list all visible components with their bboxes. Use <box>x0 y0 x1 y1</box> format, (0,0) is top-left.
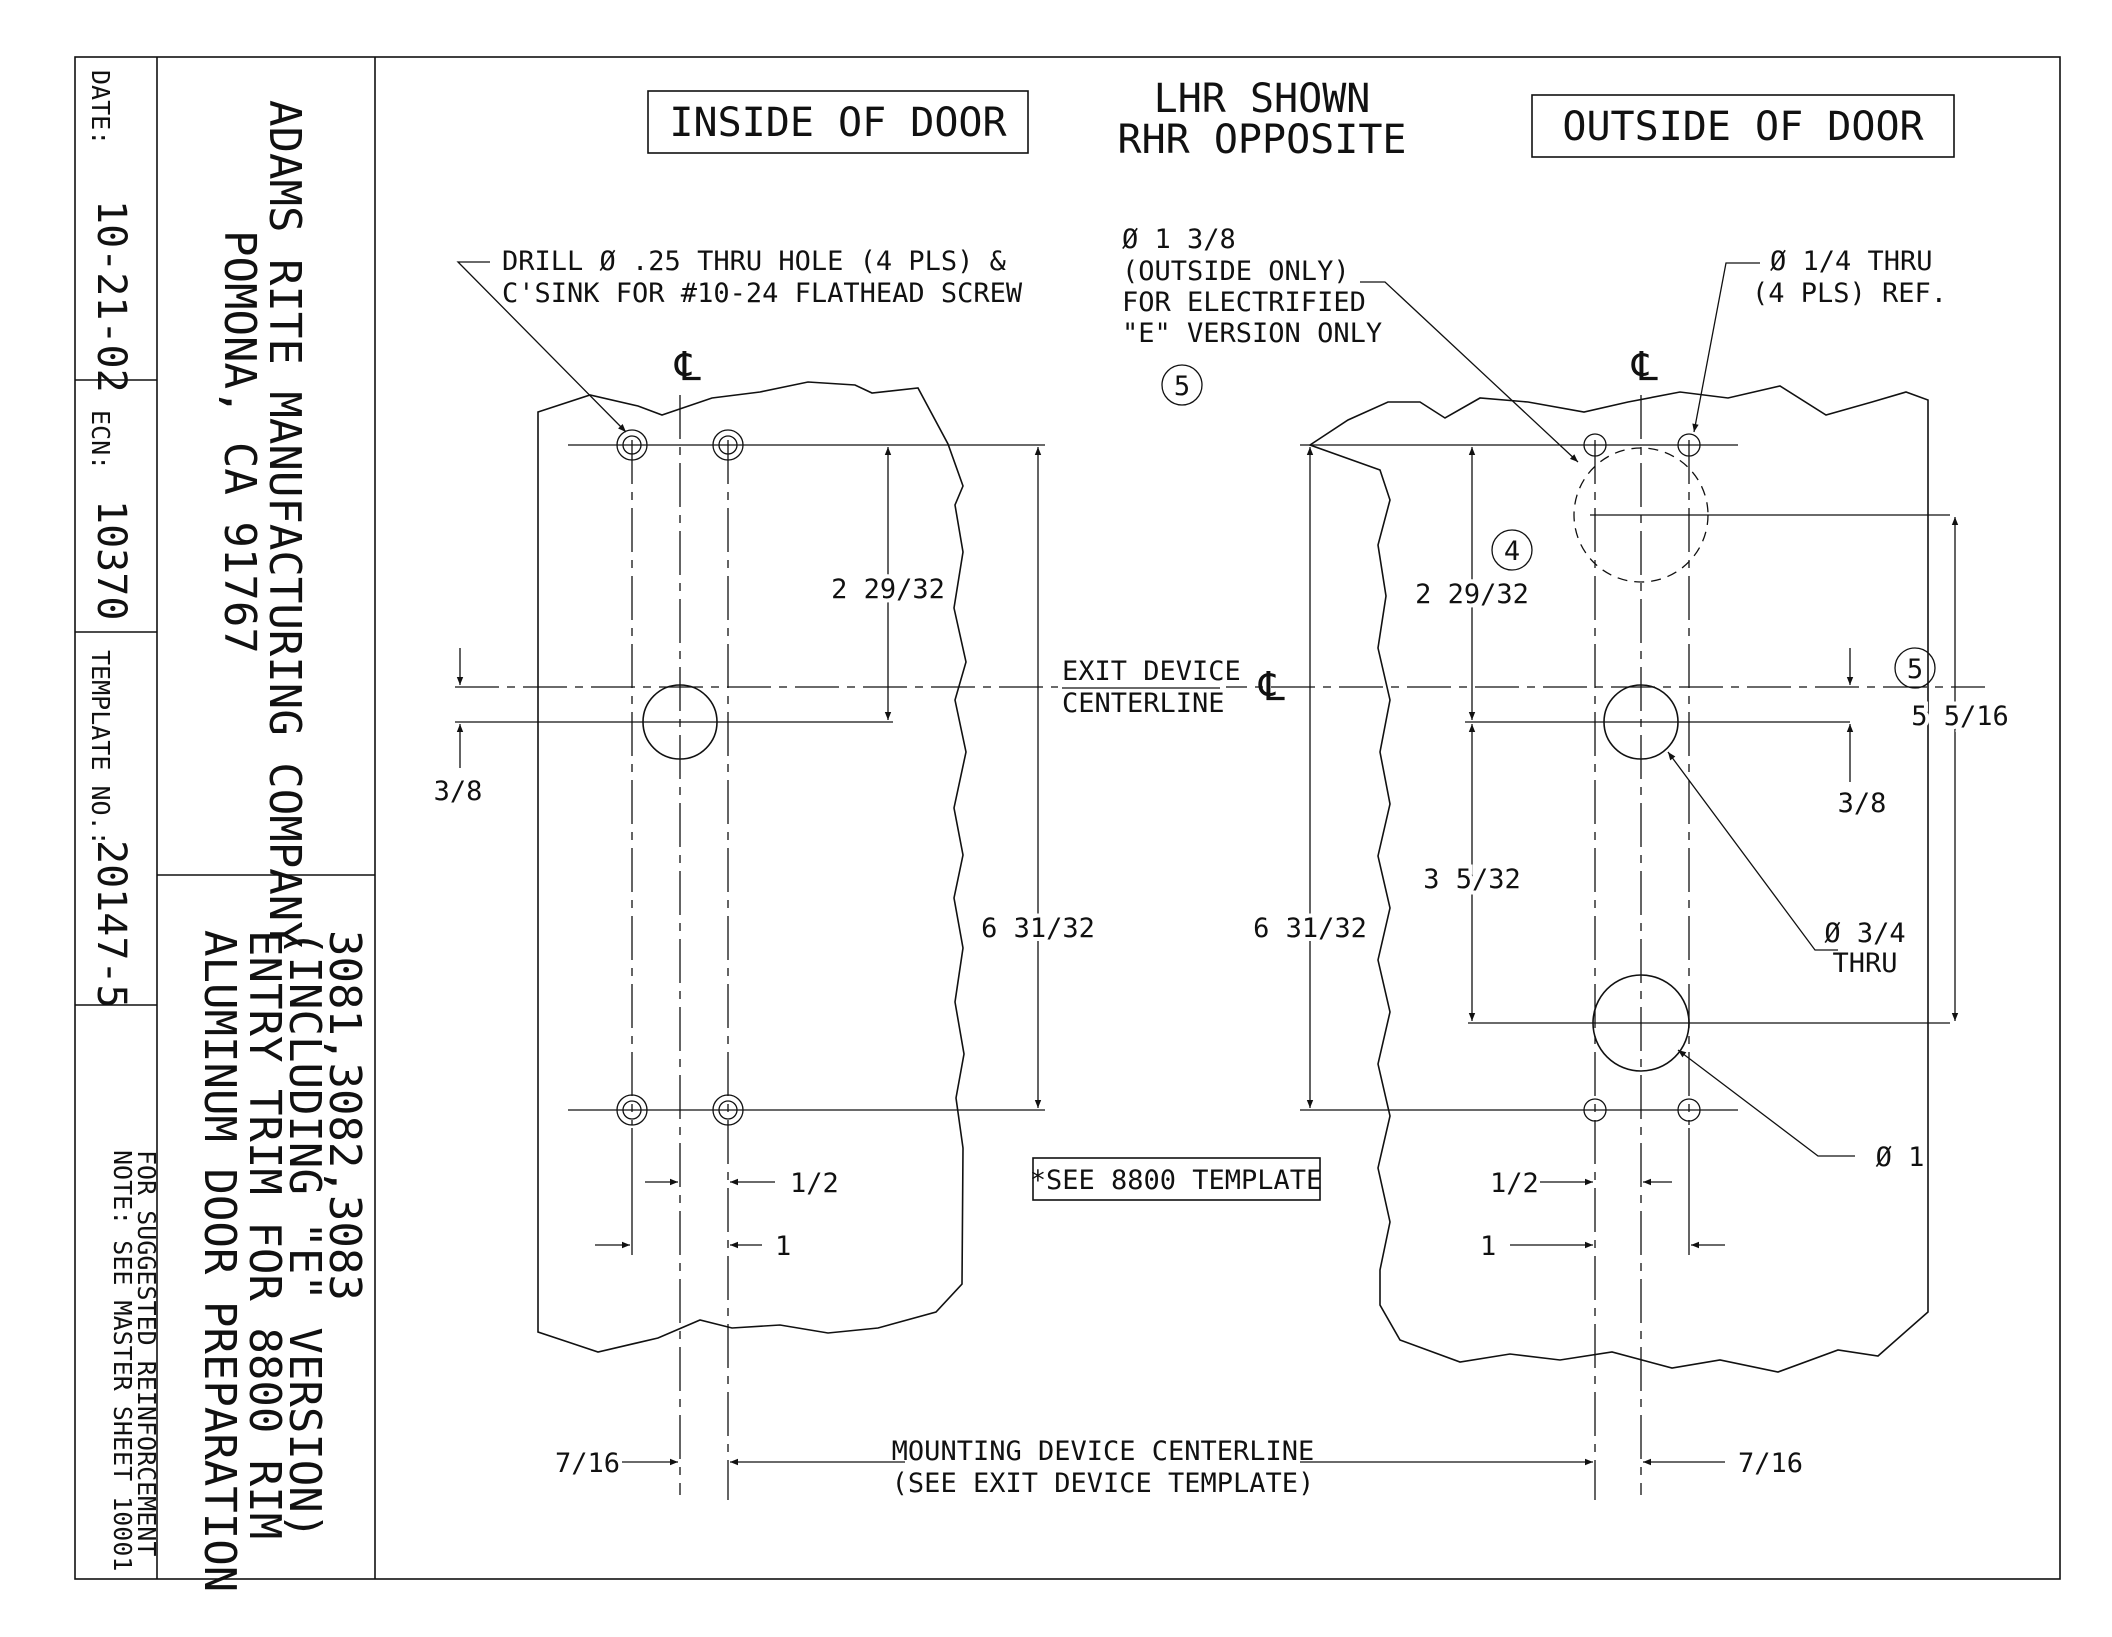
callout-4-circle <box>1491 529 1533 571</box>
outside-cylinder-hole <box>1592 974 1690 1072</box>
note-line-1: NOTE: SEE MASTER SHEET 10001 <box>108 1150 137 1571</box>
dim-right-3-8: 3/8 <box>1838 788 1887 819</box>
outside-label-box <box>1531 94 1955 158</box>
exit-label-mask <box>1058 676 1226 726</box>
callout-4: 4 <box>1504 536 1520 567</box>
inside-screw-holes <box>616 429 744 1126</box>
thru-note-line-1: Ø 1/4 THRU <box>1770 246 1933 277</box>
callout-5-top: 5 <box>1174 371 1190 402</box>
see-8800-template: *SEE 8800 TEMPLATE <box>1030 1165 1323 1196</box>
mounting-centerline-line-2: (SEE EXIT DEVICE TEMPLATE) <box>892 1468 1315 1499</box>
outside-door-outline <box>1308 385 1929 1373</box>
desc-line-3: ENTRY TRIM FOR 8800 RIM <box>239 930 290 1539</box>
e-note-line-2: (OUTSIDE ONLY) <box>1122 256 1350 287</box>
desc-line-4: ALUMINUM DOOR PREPARATION <box>194 930 245 1592</box>
hand-line-2: RHR OPPOSITE <box>1118 117 1407 163</box>
dim-right-1-2: 1/2 <box>1490 1168 1539 1199</box>
template-value: 20147-5 <box>88 840 134 1009</box>
exit-centerline-symbol: ℄ <box>1258 664 1285 710</box>
callout-5b-circle <box>1894 647 1936 689</box>
dim-right-1: 1 <box>1480 1231 1496 1262</box>
hole-3-4-line-1: Ø 3/4 <box>1824 918 1905 949</box>
inside-spindle-hole <box>642 684 718 760</box>
ecn-label: ECN: <box>86 410 115 470</box>
see-8800-box <box>1032 1157 1321 1201</box>
hole-3-4-line-2: THRU <box>1832 948 1897 979</box>
hole-1: Ø 1 <box>1876 1142 1925 1173</box>
company-name: ADAMS RITE MANUFACTURING COMPANY <box>259 100 310 948</box>
dim-right-6-31-32: 6 31/32 <box>1253 913 1367 944</box>
date-label: DATE: <box>86 70 115 145</box>
dim-left-1-2: 1/2 <box>790 1168 839 1199</box>
dim-right-3-5-32: 3 5/32 <box>1423 864 1521 895</box>
hand-line-1: LHR SHOWN <box>1154 76 1371 122</box>
thru-note-line-2: (4 PLS) REF. <box>1752 278 1947 309</box>
outside-spindle-hole <box>1603 684 1679 760</box>
e-note-line-4: "E" VERSION ONLY <box>1122 318 1382 349</box>
drill-note-line-2: C'SINK FOR #10-24 FLATHEAD SCREW <box>502 278 1023 309</box>
outside-centerline-symbol: ℄ <box>1631 344 1658 390</box>
outside-screw-holes <box>1583 433 1701 1122</box>
company-address: POMONA, CA 91767 <box>214 230 265 654</box>
e-note-leader <box>1360 281 1579 463</box>
dim-left-7-16: 7/16 <box>555 1448 620 1479</box>
note-line-2: FOR SUGGESTED REINFORCEMENT <box>132 1150 161 1556</box>
drill-note-line-1: DRILL Ø .25 THRU HOLE (4 PLS) & <box>502 246 1007 277</box>
mounting-centerline-line-1: MOUNTING DEVICE CENTERLINE <box>892 1436 1315 1467</box>
sheet-border <box>74 56 2061 1580</box>
callout-5-circle <box>1161 364 1203 406</box>
electrified-hole-dashed <box>1573 447 1709 583</box>
ecn-value: 10370 <box>88 500 134 620</box>
inside-centerline-symbol: ℄ <box>674 344 701 390</box>
inside-door-outline <box>537 381 967 1353</box>
three-quarter-hole-leader <box>1667 751 1838 951</box>
callout-5-right: 5 <box>1907 654 1923 685</box>
drill-note-leader <box>456 261 627 433</box>
dim-left-3-8: 3/8 <box>434 776 483 807</box>
thru-note-leader <box>1692 262 1760 433</box>
inside-of-door-label: INSIDE OF DOOR <box>669 100 1007 146</box>
exit-device-line-2: CENTERLINE <box>1062 688 1225 719</box>
desc-line-2: (INCLUDING "E" VERSION) <box>279 930 330 1539</box>
template-label: TEMPLATE NO.: <box>86 650 115 846</box>
dim-left-6-31-32: 6 31/32 <box>981 913 1095 944</box>
one-inch-hole-leader <box>1677 1049 1855 1157</box>
dim-5-5-16: 5 5/16 <box>1911 701 2009 732</box>
dim-left-1: 1 <box>775 1231 791 1262</box>
exit-device-line-1: EXIT DEVICE <box>1062 656 1241 687</box>
e-note-line-1: Ø 1 3/8 <box>1122 224 1236 255</box>
e-note-line-3: FOR ELECTRIFIED <box>1122 287 1366 318</box>
inside-label-box <box>647 90 1029 154</box>
date-value: 10-21-02 <box>88 200 134 393</box>
desc-line-1: 3081,3082,3083 <box>319 930 370 1301</box>
dim-right-7-16: 7/16 <box>1738 1448 1803 1479</box>
dim-left-2-29-32: 2 29/32 <box>831 574 945 605</box>
dim-right-2-29-32: 2 29/32 <box>1415 579 1529 610</box>
outside-of-door-label: OUTSIDE OF DOOR <box>1562 104 1924 150</box>
